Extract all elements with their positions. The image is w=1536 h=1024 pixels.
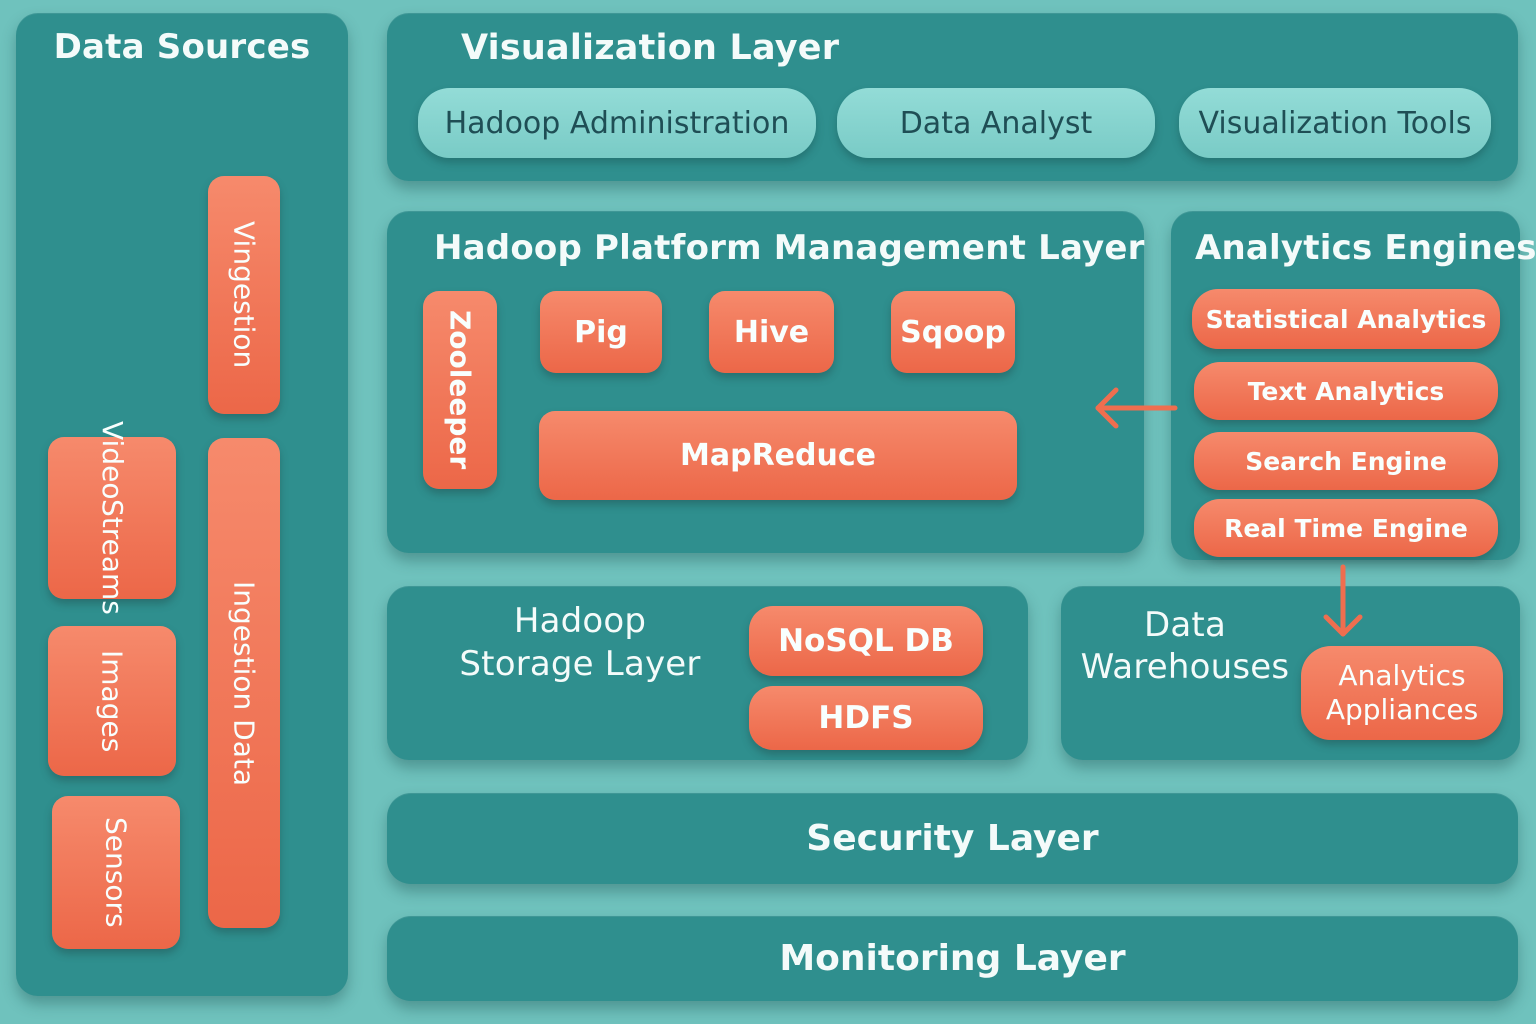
streams-label: Streams bbox=[96, 499, 129, 616]
platform-management-title: Hadoop Platform Management Layer bbox=[434, 228, 1145, 268]
sqoop-chip[interactable]: Sqoop bbox=[891, 291, 1015, 373]
appliances-line1: Analytics bbox=[1338, 659, 1466, 692]
visualization-layer-title: Visualization Layer bbox=[461, 28, 840, 68]
hdfs-chip[interactable]: HDFS bbox=[749, 686, 983, 750]
real-time-engine-chip[interactable]: Real Time Engine bbox=[1194, 499, 1498, 557]
vingestion-chip[interactable]: Vingestion bbox=[208, 176, 280, 414]
text-analytics-chip[interactable]: Text Analytics bbox=[1194, 362, 1498, 420]
data-sources-title: Data Sources bbox=[53, 27, 311, 67]
ingestion-data-chip[interactable]: Ingestion Data bbox=[208, 438, 280, 928]
pig-chip[interactable]: Pig bbox=[540, 291, 662, 373]
nosql-db-chip[interactable]: NoSQL DB bbox=[749, 606, 983, 676]
hive-chip[interactable]: Hive bbox=[709, 291, 834, 373]
security-layer-panel: Security Layer bbox=[387, 793, 1518, 884]
monitoring-layer-panel: Monitoring Layer bbox=[387, 916, 1518, 1001]
monitoring-layer-title: Monitoring Layer bbox=[779, 938, 1126, 979]
analytics-engines-title: Analytics Engines bbox=[1195, 228, 1536, 268]
data-analyst-pill[interactable]: Data Analyst bbox=[837, 88, 1155, 158]
storage-title-line2: Storage Layer bbox=[459, 644, 701, 684]
platform-management-panel: Hadoop Platform Management Layer bbox=[387, 211, 1144, 553]
hadoop-administration-pill[interactable]: Hadoop Administration bbox=[418, 88, 816, 158]
warehouses-title-line1: Data bbox=[1144, 605, 1226, 645]
images-chip[interactable]: Images bbox=[48, 626, 176, 776]
storage-layer-title: Hadoop Storage Layer bbox=[437, 600, 723, 686]
analytics-appliances-chip[interactable]: Analytics Appliances bbox=[1301, 646, 1503, 740]
statistical-analytics-chip[interactable]: Statistical Analytics bbox=[1192, 289, 1500, 349]
search-engine-chip[interactable]: Search Engine bbox=[1194, 432, 1498, 490]
sensors-chip[interactable]: Sensors bbox=[52, 796, 180, 949]
warehouses-title-line2: Warehouses bbox=[1080, 647, 1290, 687]
appliances-line2: Appliances bbox=[1325, 693, 1479, 726]
mapreduce-chip[interactable]: MapReduce bbox=[539, 411, 1017, 500]
video-streams-chip[interactable]: Video Streams bbox=[48, 421, 176, 615]
storage-title-line1: Hadoop bbox=[513, 601, 647, 641]
visualization-tools-pill[interactable]: Visualization Tools bbox=[1179, 88, 1491, 158]
video-label: Video bbox=[96, 420, 129, 500]
security-layer-title: Security Layer bbox=[806, 818, 1099, 859]
data-warehouses-title: Data Warehouses bbox=[1075, 604, 1295, 688]
zookeeper-chip[interactable]: Zooleeper bbox=[423, 291, 497, 489]
